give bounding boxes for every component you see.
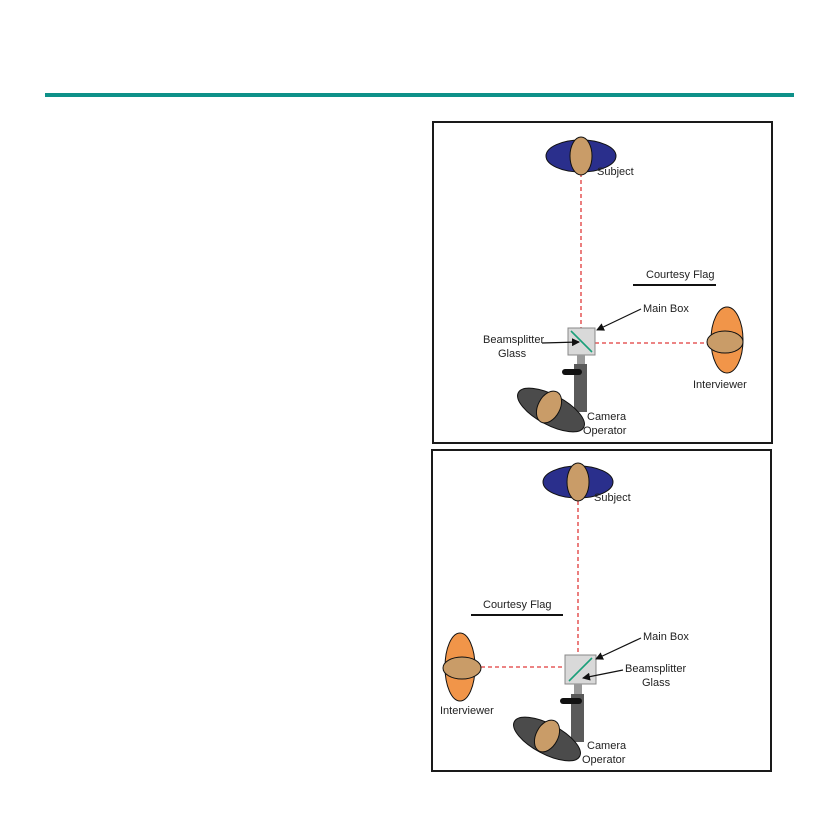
- interviewer-label: Interviewer: [693, 379, 747, 391]
- interviewer-icon: [707, 307, 743, 373]
- interviewer-label: Interviewer: [440, 705, 494, 717]
- main-box-label: Main Box: [643, 631, 689, 643]
- operator-label-line2: Operator: [582, 754, 626, 766]
- operator-label-line1: Camera: [587, 411, 627, 423]
- camera-mount: [577, 355, 585, 364]
- operator-label-line1: Camera: [587, 740, 627, 752]
- interviewer-icon: [443, 633, 481, 701]
- main-box-arrow: [596, 638, 641, 659]
- diagram-interviewer-right: Subject Courtesy Flag Camera Operator In…: [432, 121, 773, 444]
- camera-handle: [560, 698, 582, 704]
- main-box-label: Main Box: [643, 303, 689, 315]
- beamsplitter-label-line2: Glass: [642, 677, 671, 689]
- operator-label-line2: Operator: [583, 425, 627, 437]
- accent-rule: [45, 93, 794, 97]
- courtesy-flag-label: Courtesy Flag: [646, 269, 714, 281]
- beamsplitter-label-line2: Glass: [498, 348, 527, 360]
- subject-label: Subject: [594, 492, 631, 504]
- main-box-arrow: [597, 309, 641, 330]
- diagram-canvas: Subject Courtesy Flag Camera Operator In…: [434, 123, 771, 442]
- camera-mount: [574, 684, 582, 694]
- subject-label: Subject: [597, 166, 634, 178]
- beamsplitter-label-line1: Beamsplitter: [483, 334, 544, 346]
- diagram-interviewer-left: Subject Courtesy Flag Camera Operator In…: [431, 449, 772, 772]
- diagram-canvas: Subject Courtesy Flag Camera Operator In…: [433, 451, 770, 770]
- camera-handle: [562, 369, 582, 375]
- courtesy-flag-label: Courtesy Flag: [483, 599, 551, 611]
- beamsplitter-label-line1: Beamsplitter: [625, 663, 686, 675]
